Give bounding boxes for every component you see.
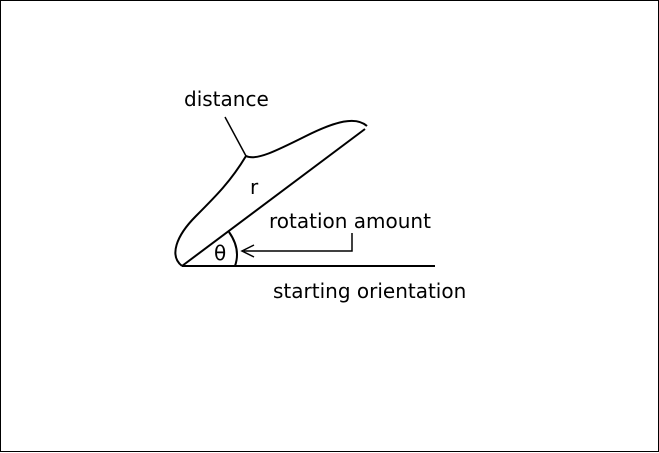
rotation-amount-label: rotation amount — [269, 209, 431, 233]
radius-ray — [181, 128, 366, 267]
distance-leader — [224, 116, 247, 157]
theta-label: θ — [214, 241, 227, 265]
starting-orientation-label: starting orientation — [273, 279, 467, 303]
distance-label: distance — [184, 87, 269, 111]
rotation-leader — [244, 233, 353, 252]
radius-label: r — [250, 175, 259, 199]
rotation-arrowhead — [240, 244, 255, 258]
theta-arc — [228, 231, 238, 267]
distance-brace — [174, 119, 368, 267]
